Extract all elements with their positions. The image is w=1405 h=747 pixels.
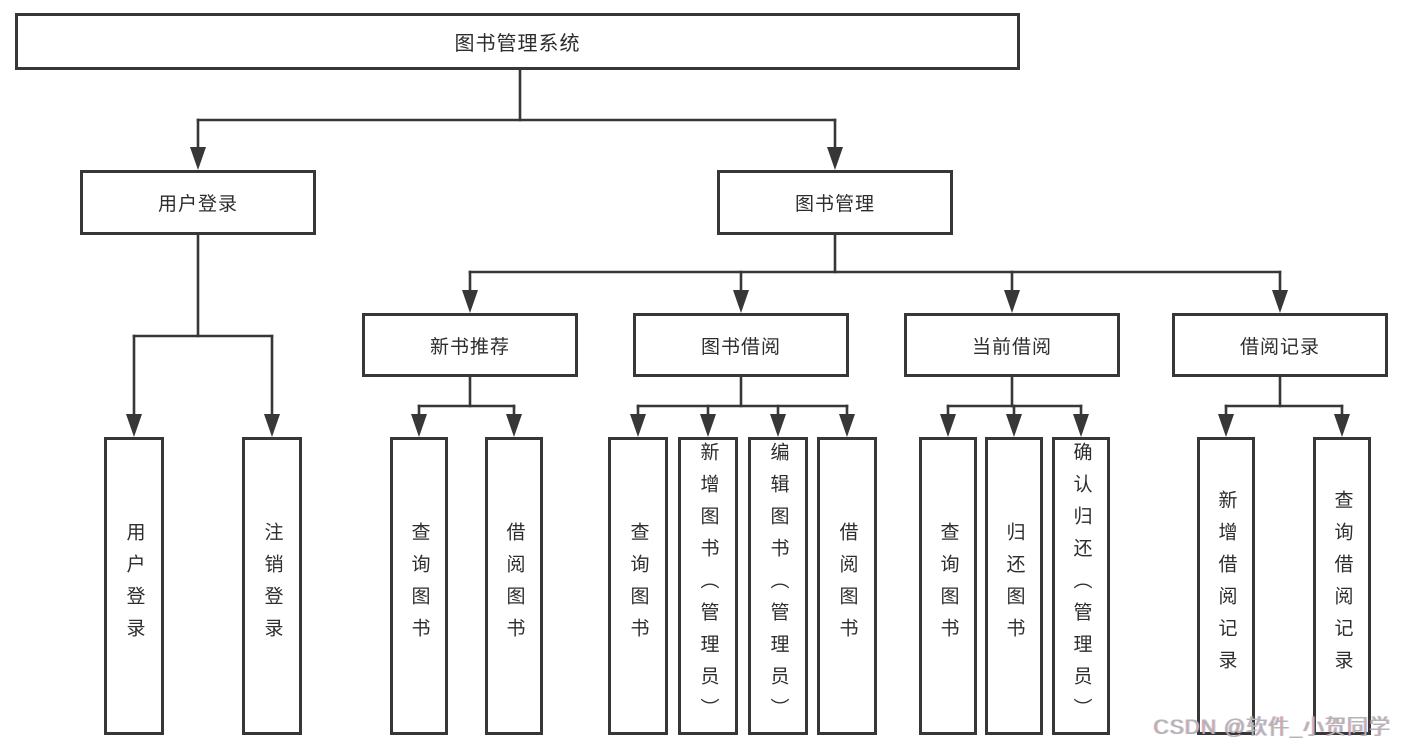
leaf-user-login: 用户登录 — [104, 437, 164, 735]
arrowhead-icon — [1218, 414, 1234, 437]
leaf-query-books-current: 查询图书 — [919, 437, 977, 735]
leaf-logout: 注销登录 — [242, 437, 302, 735]
arrowhead-icon — [940, 414, 956, 437]
arrowhead-icon — [827, 147, 843, 170]
arrowhead-icon — [839, 414, 855, 437]
node-label: 用户登录 — [123, 522, 145, 650]
node-label: 查询借阅记录 — [1331, 490, 1353, 682]
arrowhead-icon — [733, 290, 749, 313]
leaf-query-books-recommend: 查询图书 — [390, 437, 448, 735]
node-label: 图书借阅 — [700, 336, 781, 358]
arrowhead-icon — [462, 290, 478, 313]
arrowhead-icon — [506, 414, 522, 437]
node-label: 图书管理 — [794, 194, 875, 215]
leaf-edit-books-admin: 编辑图书（管理员） — [748, 437, 808, 735]
arrowhead-icon — [770, 414, 786, 437]
node-label: 图书管理系统 — [454, 33, 581, 55]
arrowhead-icon — [126, 414, 142, 437]
node-label: 归还图书 — [1003, 522, 1025, 650]
node-current-borrowing: 当前借阅 — [904, 313, 1120, 377]
arrowhead-icon — [190, 147, 206, 170]
node-label: 借阅图书 — [503, 522, 525, 650]
arrowhead-icon — [264, 414, 280, 437]
node-label: 编辑图书（管理员） — [767, 442, 789, 730]
leaf-return-books: 归还图书 — [985, 437, 1043, 735]
node-user-login: 用户登录 — [80, 170, 316, 235]
node-label: 借阅图书 — [836, 522, 858, 650]
node-label: 新增借阅记录 — [1215, 490, 1237, 682]
node-label: 确认归还（管理员） — [1070, 442, 1092, 730]
node-borrowing-records: 借阅记录 — [1172, 313, 1388, 377]
node-book-management: 图书管理 — [717, 170, 953, 235]
leaf-add-borrow-record: 新增借阅记录 — [1197, 437, 1255, 735]
arrowhead-icon — [630, 414, 646, 437]
leaf-query-books-borrowing: 查询图书 — [608, 437, 668, 735]
arrowhead-icon — [1004, 290, 1020, 313]
leaf-borrow-books-recommend: 借阅图书 — [485, 437, 543, 735]
node-label: 用户登录 — [157, 194, 238, 215]
node-label: 查询图书 — [408, 522, 430, 650]
csdn-watermark: CSDN @软件_小贺同学 — [1153, 716, 1391, 739]
node-label: 查询图书 — [627, 522, 649, 650]
node-label: 新增图书（管理员） — [697, 442, 719, 730]
leaf-query-borrow-record: 查询借阅记录 — [1313, 437, 1371, 735]
arrowhead-icon — [411, 414, 427, 437]
node-label: 新书推荐 — [429, 336, 510, 358]
node-library-management-system: 图书管理系统 — [15, 13, 1020, 70]
leaf-confirm-return-admin: 确认归还（管理员） — [1052, 437, 1110, 735]
arrowhead-icon — [1334, 414, 1350, 437]
arrowhead-icon — [700, 414, 716, 437]
node-label: 当前借阅 — [971, 336, 1052, 358]
leaf-add-books-admin: 新增图书（管理员） — [678, 437, 738, 735]
leaf-borrow-books-borrowing: 借阅图书 — [817, 437, 877, 735]
node-label: 借阅记录 — [1239, 336, 1320, 358]
node-new-book-recommend: 新书推荐 — [362, 313, 578, 377]
node-book-borrowing: 图书借阅 — [633, 313, 849, 377]
arrowhead-icon — [1006, 414, 1022, 437]
arrowhead-icon — [1073, 414, 1089, 437]
arrowhead-icon — [1272, 290, 1288, 313]
node-label: 注销登录 — [261, 522, 283, 650]
node-label: 查询图书 — [937, 522, 959, 650]
